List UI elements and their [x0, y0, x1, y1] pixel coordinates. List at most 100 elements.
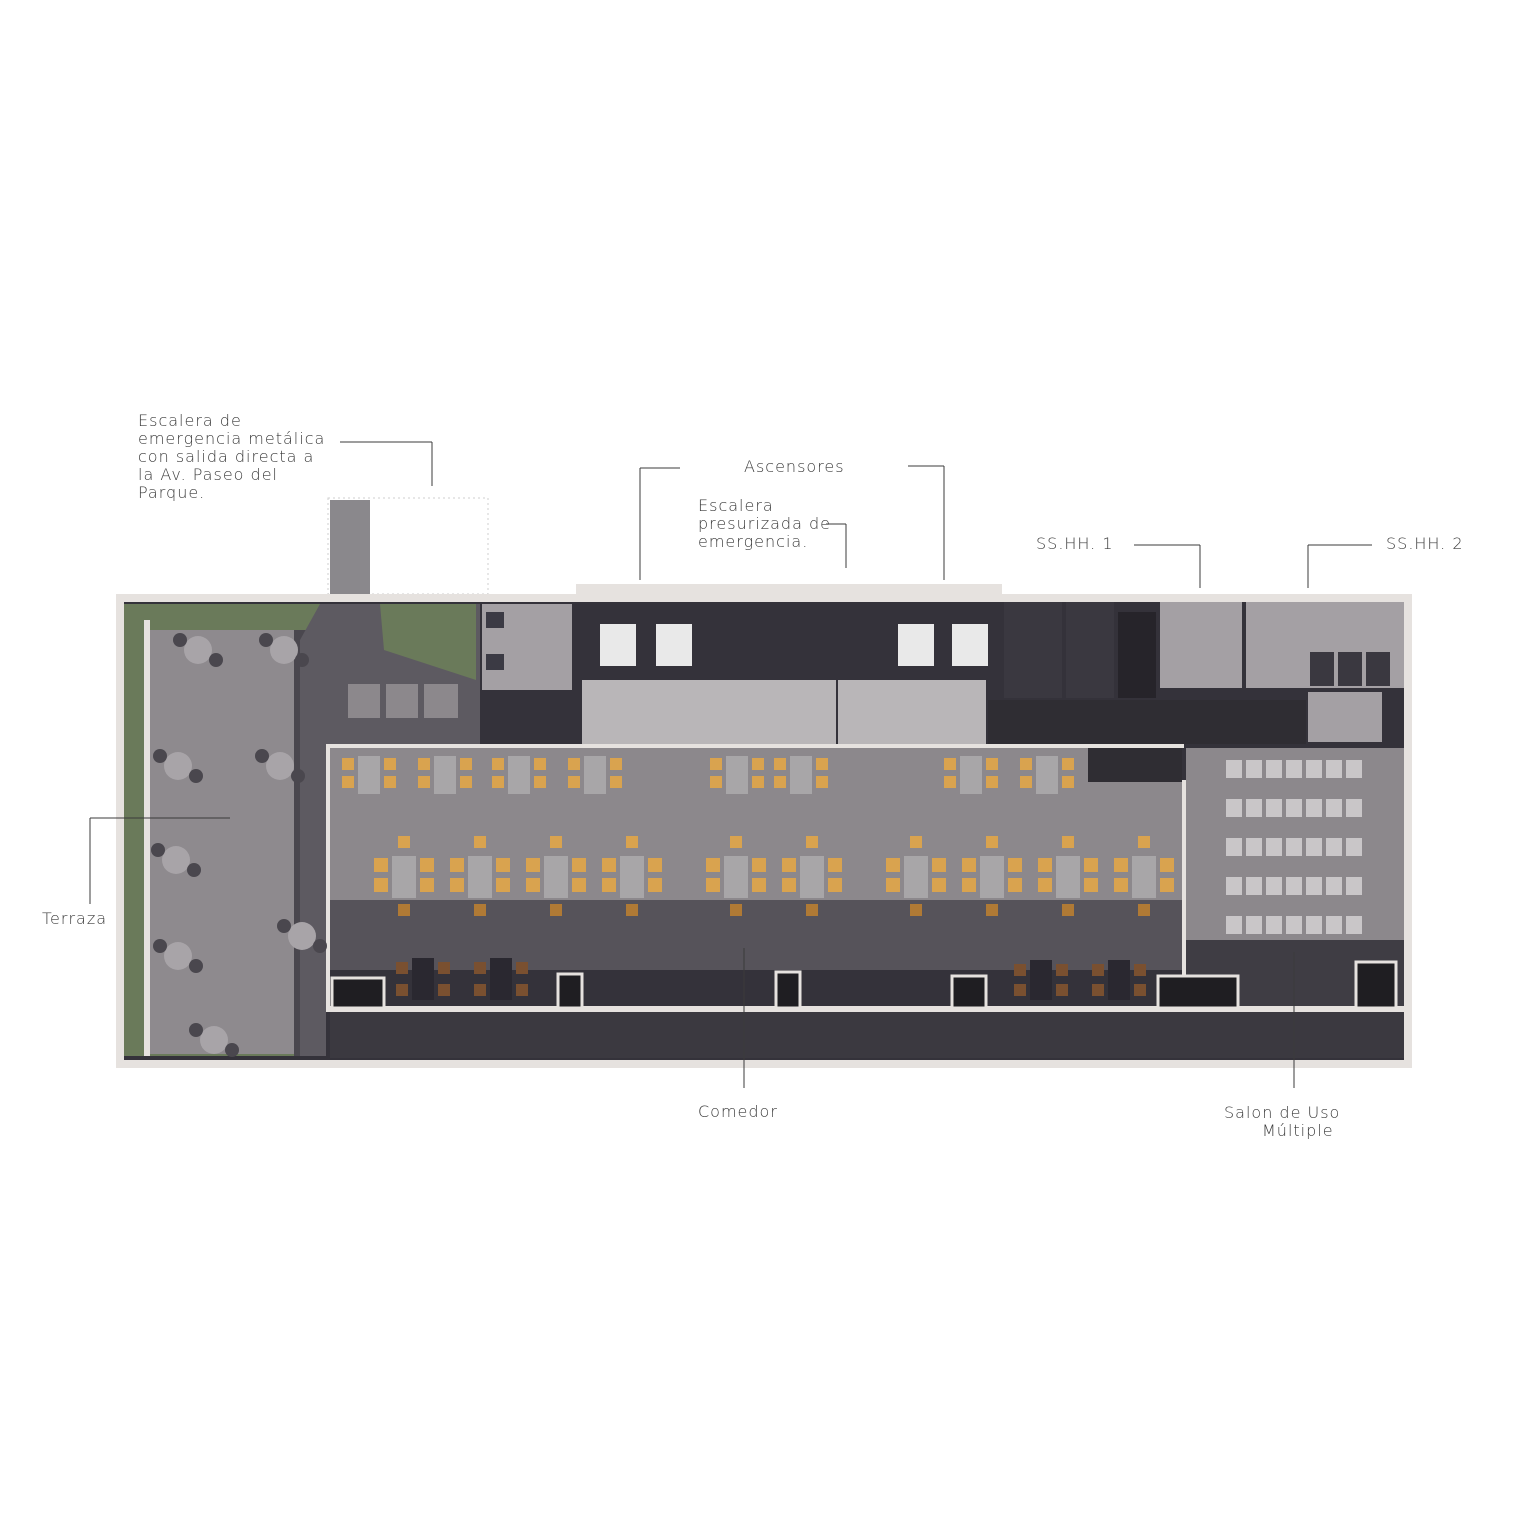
terrace-chair [151, 843, 165, 857]
dining-wall-left [326, 744, 330, 1010]
furniture-layer [151, 624, 1362, 1057]
dining-chair [450, 858, 464, 872]
sum-chair [1226, 916, 1242, 934]
terrace-chair [189, 1023, 203, 1037]
dining-chair [706, 878, 720, 892]
sum-chair [1226, 877, 1242, 895]
dining-chair [572, 858, 586, 872]
terrace-floor [150, 630, 294, 1054]
lounge-chair [396, 984, 408, 996]
sshh2-stall-1 [1310, 652, 1334, 686]
dining-table [392, 856, 416, 898]
dining-chair [886, 858, 900, 872]
dining-chair [418, 776, 430, 788]
dining-chair [648, 858, 662, 872]
light-patch-2 [386, 684, 418, 718]
label-line: con salida directa a [138, 447, 315, 466]
dining-chair [384, 758, 396, 770]
terrace-chair [313, 939, 327, 953]
dining-chair [1020, 758, 1032, 770]
dining-table [726, 756, 748, 794]
dining-chair [1062, 758, 1074, 770]
sum-chair [1286, 760, 1302, 778]
dining-chair [460, 758, 472, 770]
dining-chair [752, 858, 766, 872]
corridor-core [582, 680, 836, 746]
dining-chair [384, 776, 396, 788]
terrace-table [184, 636, 212, 664]
sum-chair [1306, 877, 1322, 895]
dining-chair [1084, 878, 1098, 892]
sum-chair [1286, 838, 1302, 856]
dining-wall-top [326, 744, 1184, 748]
sum-chair [1286, 916, 1302, 934]
dining-chair [816, 776, 828, 788]
label-line: presurizada de [698, 514, 831, 533]
lounge-chair [1056, 964, 1068, 976]
dining-chair [706, 858, 720, 872]
label-line: emergencia. [698, 532, 809, 551]
dining-chair [342, 758, 354, 770]
dining-chair [398, 904, 410, 916]
dining-table [358, 756, 380, 794]
elevator-cabin [600, 624, 636, 666]
sum-chair [1306, 799, 1322, 817]
terrace-table [200, 1026, 228, 1054]
dining-chair [730, 904, 742, 916]
dining-chair [986, 904, 998, 916]
lounge-table [1030, 960, 1052, 1000]
dining-chair [774, 758, 786, 770]
dining-table [468, 856, 492, 898]
lounge-chair [474, 984, 486, 996]
service-corridor [988, 700, 1306, 744]
terrace-chair [277, 919, 291, 933]
dining-chair [602, 858, 616, 872]
label-line: emergencia metálica [138, 429, 326, 448]
dining-table [800, 856, 824, 898]
sum-chair [1326, 838, 1342, 856]
kitchen-nook [1088, 748, 1182, 782]
sum-chair [1266, 916, 1282, 934]
dining-chair [986, 776, 998, 788]
sum-chair [1266, 799, 1282, 817]
dining-chair [342, 776, 354, 788]
dining-chair [610, 758, 622, 770]
terrace-chair [255, 749, 269, 763]
dining-chair [752, 776, 764, 788]
shaft [1118, 612, 1156, 698]
label-sshh2: SS.HH. 2 [1386, 534, 1464, 553]
dining-chair [782, 878, 796, 892]
terrace-chair [209, 653, 223, 667]
dining-chair [610, 776, 622, 788]
label-terraza: Terraza [42, 909, 108, 928]
terrace-table [266, 752, 294, 780]
terrace-chair [187, 863, 201, 877]
reception-chair-2 [486, 654, 504, 670]
dining-hall-dark-band [330, 900, 1182, 970]
terrace-table [162, 846, 190, 874]
pillar-4 [950, 974, 988, 1010]
terrace-chair [153, 749, 167, 763]
dining-chair [474, 836, 486, 848]
dining-table [980, 856, 1004, 898]
terrace-chair [189, 959, 203, 973]
reception-chair-1 [486, 612, 504, 628]
lounge-chair [438, 984, 450, 996]
dining-chair [534, 776, 546, 788]
terrace-chair [173, 633, 187, 647]
elevator-cabin [898, 624, 934, 666]
dining-chair [752, 878, 766, 892]
dining-chair [420, 878, 434, 892]
sum-chair [1246, 799, 1262, 817]
dining-chair [492, 758, 504, 770]
sum-chair [1246, 838, 1262, 856]
lounge-chair [1014, 984, 1026, 996]
label-line: Salon de Uso [1224, 1103, 1341, 1122]
sum-chair [1266, 760, 1282, 778]
dining-chair [1084, 858, 1098, 872]
label-line: Escalera [698, 496, 774, 515]
label-comedor: Comedor [698, 1102, 778, 1121]
label-sshh1: SS.HH. 1 [1036, 534, 1114, 553]
dining-chair [526, 858, 540, 872]
